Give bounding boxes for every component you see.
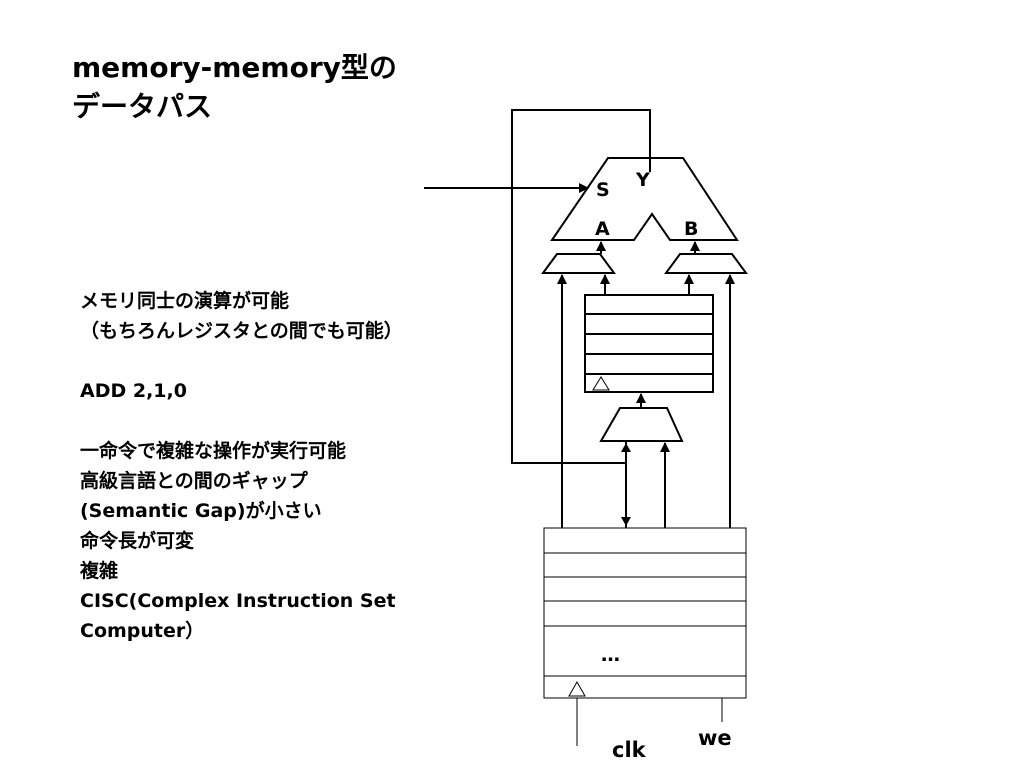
alu-label-s: S xyxy=(596,179,610,201)
body-line: (Semantic Gap)が小さい xyxy=(80,500,322,522)
body-line: メモリ同士の演算が可能 xyxy=(80,290,290,312)
right-input-mux xyxy=(664,253,748,274)
alu xyxy=(550,157,739,241)
body-line: 複雑 xyxy=(80,560,119,582)
clk-label: clk xyxy=(612,738,647,762)
body-line: 一命令で複雑な操作が実行可能 xyxy=(80,440,347,462)
slide-title-line-1: memory-memory型の xyxy=(72,51,397,84)
instruction-example: ADD 2,1,0 xyxy=(80,380,187,402)
arrowhead-down xyxy=(621,517,631,526)
slide-title: memory-memory型の データパス xyxy=(72,48,397,126)
body-line: 高級言語との間のギャップ xyxy=(80,470,308,492)
register-clock-marker xyxy=(592,376,610,391)
alu-label-y: Y xyxy=(635,169,650,191)
alu-output-feedback-wire xyxy=(511,109,651,464)
memory-block xyxy=(543,527,747,699)
memory-ellipsis: … xyxy=(601,644,620,666)
slide-body-text: メモリ同士の演算が可能 （もちろんレジスタとの間でも可能） ADD 2,1,0 … xyxy=(80,286,480,646)
alu-label-a: A xyxy=(595,218,610,240)
body-line: （もちろんレジスタとの間でも可能） xyxy=(80,320,403,342)
memory-clock-marker xyxy=(568,680,586,697)
arrowhead-up xyxy=(621,443,631,452)
left-input-mux xyxy=(541,253,616,274)
we-label: we xyxy=(698,726,732,750)
body-line: 命令長が可変 xyxy=(80,530,195,552)
slide-title-line-2: データパス xyxy=(72,90,213,123)
body-line: Computer） xyxy=(80,620,205,642)
register-file xyxy=(584,294,714,393)
register-input-mux xyxy=(599,407,684,442)
body-line: CISC(Complex Instruction Set xyxy=(80,590,396,612)
alu-label-b: B xyxy=(684,218,698,240)
